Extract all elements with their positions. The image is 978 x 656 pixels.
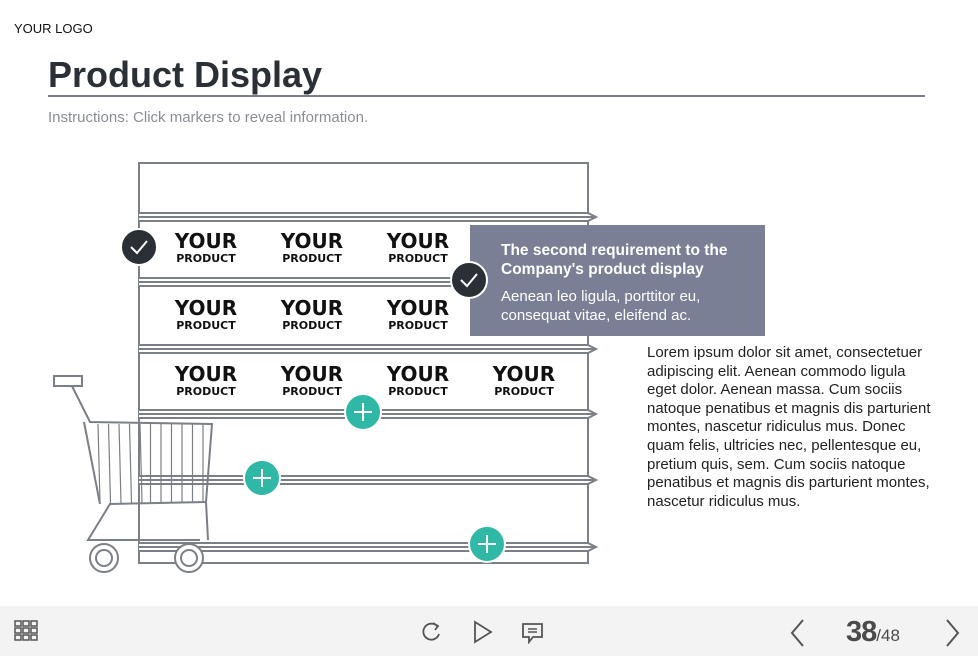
grid-cell: [30, 634, 38, 641]
grid-cell: [30, 627, 38, 634]
plus-icon: [478, 535, 496, 553]
notes-icon[interactable]: [521, 622, 545, 644]
shelf: [139, 542, 599, 552]
shelf: [139, 212, 599, 222]
menu-grid-icon[interactable]: [14, 620, 38, 642]
cart-bar: [118, 423, 122, 504]
popup-heading: The second requirement to the Company's …: [501, 242, 728, 278]
body-text: Lorem ipsum dolor sit amet, consectetuer…: [647, 344, 931, 510]
grid-cell: [22, 620, 30, 627]
cart-bar: [97, 423, 101, 504]
grid-cell: [14, 620, 22, 627]
marker-3[interactable]: [344, 393, 382, 431]
marker-4[interactable]: [243, 459, 281, 497]
instructions: Instructions: Click markers to reveal in…: [48, 109, 369, 126]
check-icon: [130, 240, 148, 255]
plus-icon: [354, 403, 372, 421]
grid-cell: [30, 620, 38, 627]
grid-cell: [14, 627, 22, 634]
cart-bar: [107, 423, 112, 504]
current-page: 38: [846, 616, 877, 648]
check-icon: [460, 273, 478, 288]
total-pages: /48: [876, 626, 900, 645]
grid-cell: [22, 634, 30, 641]
next-icon[interactable]: [942, 618, 962, 648]
play-icon[interactable]: [472, 620, 494, 644]
marker-1-visited[interactable]: [120, 228, 158, 266]
info-popup: The second requirement to the Company's …: [470, 225, 765, 336]
cart-bar: [139, 423, 143, 504]
title-divider: [48, 95, 925, 97]
replay-icon[interactable]: [420, 620, 444, 644]
page-counter: 38/48: [846, 616, 900, 649]
logo: YOUR LOGO: [14, 21, 93, 36]
grid-cell: [14, 634, 22, 641]
cart-icon: [53, 375, 214, 573]
popup-text: Aenean leo ligula, porttitor eu, consequ…: [501, 288, 701, 324]
prev-icon[interactable]: [788, 618, 808, 648]
marker-2-visited[interactable]: [450, 261, 488, 299]
cart-bar: [128, 423, 133, 504]
plus-icon: [253, 469, 271, 487]
shelf: [139, 344, 599, 354]
marker-5[interactable]: [468, 525, 506, 563]
grid-cell: [22, 627, 30, 634]
page-title: Product Display: [48, 54, 323, 95]
